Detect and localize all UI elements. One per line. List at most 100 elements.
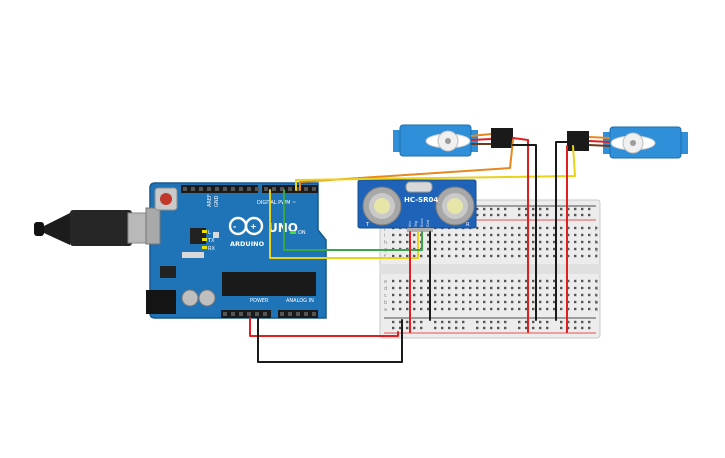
- breadboard-hole[interactable]: [595, 247, 598, 251]
- breadboard-hole[interactable]: [539, 207, 542, 211]
- breadboard-hole[interactable]: [518, 233, 521, 237]
- breadboard-hole[interactable]: [413, 293, 416, 297]
- breadboard-hole[interactable]: [413, 254, 416, 258]
- breadboard-hole[interactable]: [595, 279, 598, 283]
- header-pin[interactable]: [304, 312, 308, 316]
- breadboard-hole[interactable]: [518, 226, 521, 230]
- breadboard-hole[interactable]: [420, 254, 423, 258]
- breadboard-hole[interactable]: [490, 213, 493, 217]
- breadboard-hole[interactable]: [406, 279, 409, 283]
- breadboard-hole[interactable]: [483, 213, 486, 217]
- breadboard-hole[interactable]: [560, 326, 563, 330]
- breadboard-hole[interactable]: [504, 226, 507, 230]
- breadboard-hole[interactable]: [483, 300, 486, 304]
- breadboard-hole[interactable]: [588, 293, 591, 297]
- breadboard-hole[interactable]: [588, 226, 591, 230]
- breadboard-hole[interactable]: [434, 300, 437, 304]
- breadboard-hole[interactable]: [532, 320, 535, 324]
- breadboard-hole[interactable]: [504, 286, 507, 290]
- breadboard-hole[interactable]: [406, 233, 409, 237]
- breadboard-hole[interactable]: [539, 279, 542, 283]
- breadboard-hole[interactable]: [504, 240, 507, 244]
- breadboard-hole[interactable]: [476, 307, 479, 311]
- breadboard-hole[interactable]: [427, 233, 430, 237]
- breadboard-hole[interactable]: [553, 293, 556, 297]
- breadboard-hole[interactable]: [511, 233, 514, 237]
- breadboard-hole[interactable]: [469, 240, 472, 244]
- breadboard-hole[interactable]: [490, 320, 493, 324]
- breadboard-hole[interactable]: [553, 307, 556, 311]
- breadboard-hole[interactable]: [525, 307, 528, 311]
- breadboard-hole[interactable]: [406, 293, 409, 297]
- breadboard-hole[interactable]: [448, 320, 451, 324]
- breadboard-hole[interactable]: [532, 213, 535, 217]
- servo-left-connector[interactable]: [491, 128, 513, 148]
- breadboard-hole[interactable]: [567, 226, 570, 230]
- breadboard-hole[interactable]: [511, 293, 514, 297]
- breadboard-hole[interactable]: [574, 233, 577, 237]
- breadboard-hole[interactable]: [483, 293, 486, 297]
- breadboard-hole[interactable]: [483, 286, 486, 290]
- wire-black-servo-right-ground[interactable]: [555, 141, 568, 321]
- breadboard-hole[interactable]: [476, 279, 479, 283]
- breadboard-hole[interactable]: [595, 240, 598, 244]
- breadboard-hole[interactable]: [392, 233, 395, 237]
- breadboard-hole[interactable]: [518, 307, 521, 311]
- breadboard-hole[interactable]: [399, 307, 402, 311]
- breadboard-hole[interactable]: [560, 207, 563, 211]
- breadboard-hole[interactable]: [483, 233, 486, 237]
- breadboard-hole[interactable]: [504, 213, 507, 217]
- breadboard-hole[interactable]: [532, 286, 535, 290]
- breadboard-hole[interactable]: [546, 286, 549, 290]
- breadboard-hole[interactable]: [588, 213, 591, 217]
- breadboard-hole[interactable]: [574, 207, 577, 211]
- header-pin[interactable]: [247, 312, 251, 316]
- breadboard-hole[interactable]: [518, 279, 521, 283]
- breadboard-hole[interactable]: [462, 279, 465, 283]
- breadboard-hole[interactable]: [448, 279, 451, 283]
- breadboard-hole[interactable]: [511, 286, 514, 290]
- breadboard-hole[interactable]: [427, 247, 430, 251]
- breadboard-hole[interactable]: [581, 254, 584, 258]
- breadboard-hole[interactable]: [539, 293, 542, 297]
- breadboard-hole[interactable]: [441, 300, 444, 304]
- breadboard-hole[interactable]: [483, 226, 486, 230]
- breadboard-hole[interactable]: [546, 213, 549, 217]
- breadboard-hole[interactable]: [504, 279, 507, 283]
- breadboard-hole[interactable]: [497, 307, 500, 311]
- breadboard-hole[interactable]: [553, 300, 556, 304]
- breadboard-hole[interactable]: [588, 279, 591, 283]
- breadboard-hole[interactable]: [560, 240, 563, 244]
- breadboard-hole[interactable]: [434, 254, 437, 258]
- breadboard-hole[interactable]: [497, 240, 500, 244]
- breadboard-hole[interactable]: [490, 233, 493, 237]
- breadboard-hole[interactable]: [497, 226, 500, 230]
- breadboard-hole[interactable]: [581, 233, 584, 237]
- breadboard-hole[interactable]: [399, 254, 402, 258]
- breadboard-hole[interactable]: [539, 307, 542, 311]
- breadboard-hole[interactable]: [441, 320, 444, 324]
- breadboard-hole[interactable]: [434, 320, 437, 324]
- breadboard-hole[interactable]: [525, 320, 528, 324]
- breadboard-hole[interactable]: [539, 240, 542, 244]
- breadboard-hole[interactable]: [476, 247, 479, 251]
- breadboard-hole[interactable]: [434, 326, 437, 330]
- breadboard-hole[interactable]: [441, 293, 444, 297]
- breadboard-hole[interactable]: [420, 320, 423, 324]
- breadboard-hole[interactable]: [588, 300, 591, 304]
- breadboard-hole[interactable]: [490, 279, 493, 283]
- breadboard-hole[interactable]: [413, 320, 416, 324]
- breadboard-hole[interactable]: [497, 233, 500, 237]
- breadboard-hole[interactable]: [448, 240, 451, 244]
- breadboard-hole[interactable]: [546, 233, 549, 237]
- breadboard-hole[interactable]: [546, 254, 549, 258]
- breadboard-hole[interactable]: [483, 279, 486, 283]
- wire-green-sensor-echo[interactable]: [283, 189, 423, 251]
- servo-right-connector[interactable]: [567, 131, 589, 151]
- breadboard-hole[interactable]: [574, 213, 577, 217]
- breadboard-hole[interactable]: [476, 226, 479, 230]
- breadboard-hole[interactable]: [546, 326, 549, 330]
- breadboard-hole[interactable]: [413, 233, 416, 237]
- breadboard-hole[interactable]: [560, 320, 563, 324]
- breadboard-hole[interactable]: [413, 307, 416, 311]
